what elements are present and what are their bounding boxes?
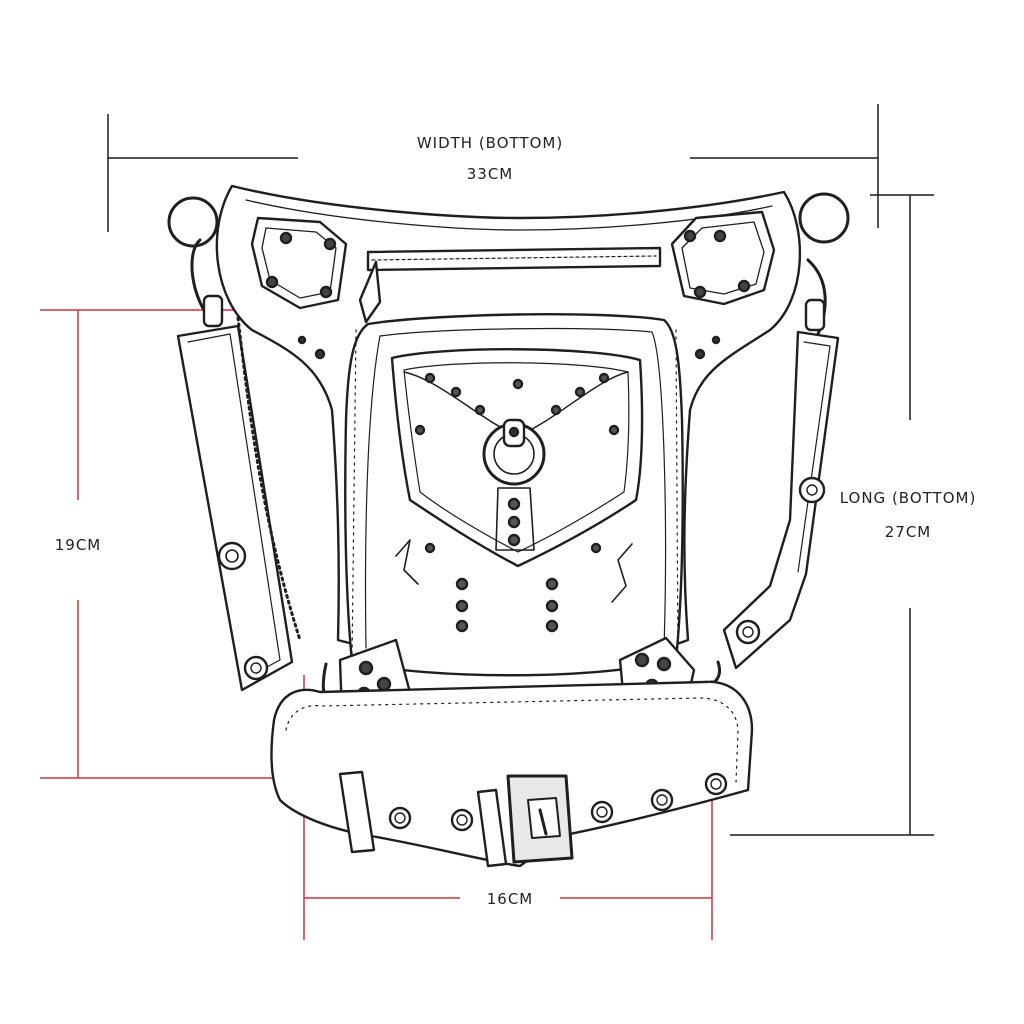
long-value: 27CM: [885, 523, 932, 541]
dimension-labels: WIDTH (BOTTOM) 33CM LONG (BOTTOM) 27CM 1…: [55, 134, 977, 908]
width-dimension: [107, 104, 879, 232]
right-strap: [722, 192, 850, 670]
width-label: WIDTH (BOTTOM): [417, 134, 563, 152]
bag-illustration: [167, 184, 850, 868]
long-dimension: [730, 194, 934, 836]
right-shoulder-pad: [670, 210, 776, 306]
left-shoulder-pad: [250, 216, 348, 310]
left-strap: [167, 196, 302, 692]
top-zipper: [358, 246, 662, 324]
center-clasp: [482, 418, 546, 551]
width-value: 33CM: [467, 165, 514, 183]
height-value: 19CM: [55, 536, 102, 554]
leg-belt: [270, 680, 754, 868]
bottom-depth-value: 16CM: [487, 890, 534, 908]
long-label: LONG (BOTTOM): [840, 489, 977, 507]
